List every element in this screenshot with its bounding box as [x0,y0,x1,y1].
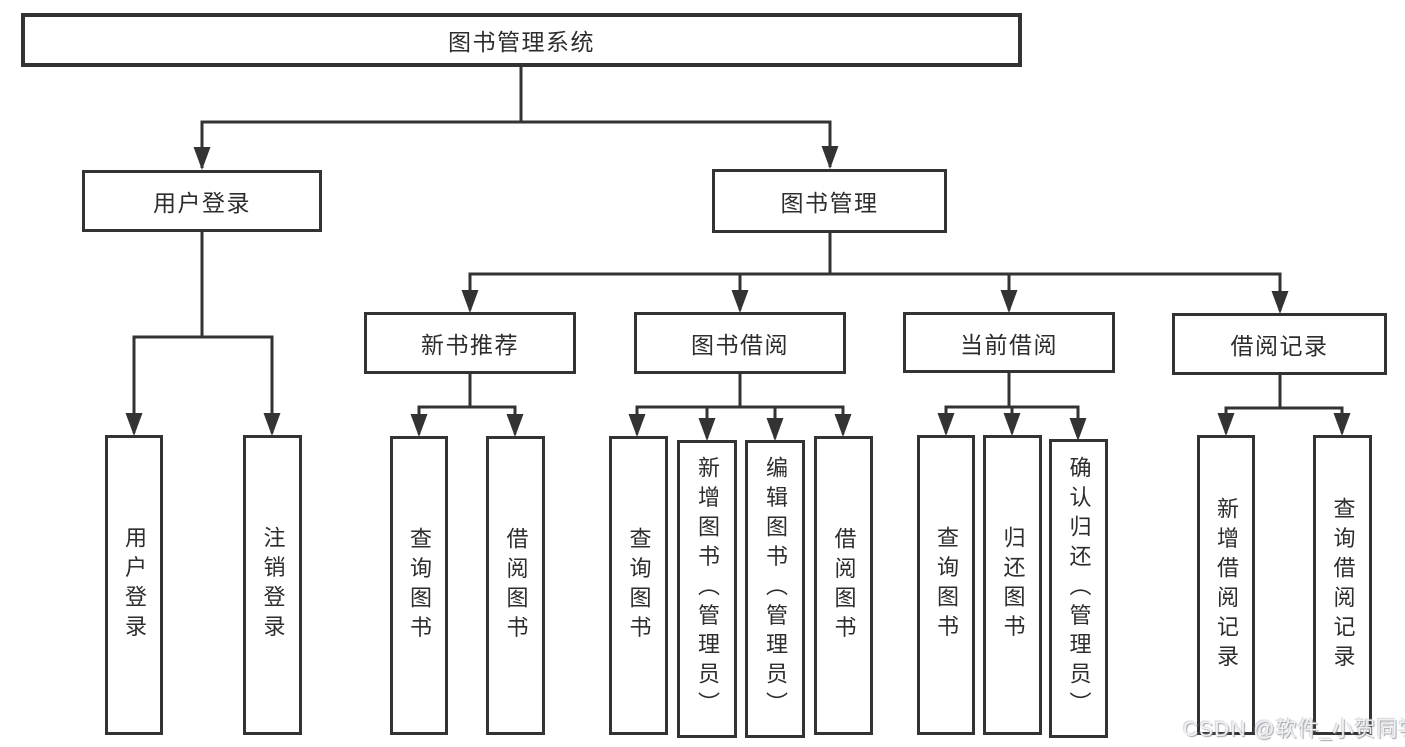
node-label: 新增借阅记录 [1214,496,1239,674]
node-label: 图书管理 [780,190,879,216]
node-label: 图书借阅 [691,332,789,358]
node-book-borrowing: 图书借阅 [634,312,846,374]
connector-new-book-rec-children [417,374,517,434]
connector-root-to-level2 [200,67,832,168]
arrow-new-book-rec [461,290,479,313]
arrow-borrow-books-borrowing [834,414,852,437]
node-leaf-user-login: 用户登录 [105,435,163,735]
node-confirm-return-admin: 确认归还（管理员） [1049,439,1108,738]
node-query-borrow-record: 查询借阅记录 [1313,435,1372,735]
arrow-query-books-current [937,413,955,436]
node-label: 用户登录 [122,526,147,644]
node-borrow-books-borrowing: 借阅图书 [814,436,873,735]
node-label: 查询图书 [934,526,959,644]
connector-borrow-records-children [1224,375,1344,433]
arrow-book-borrowing [731,290,749,313]
connector-book-borrowing-children [635,374,845,438]
node-label: 当前借阅 [960,331,1058,358]
node-label: 编辑图书（管理员） [763,456,788,722]
node-return-books: 归还图书 [983,435,1042,735]
arrow-query-borrow-record [1333,413,1351,436]
arrow-leaf-user-login [125,413,143,436]
node-label: 借阅图书 [503,526,529,645]
node-label: 用户登录 [153,190,251,216]
arrow-add-borrow-record [1217,413,1235,436]
connector-user-login-children [132,232,274,433]
csdn-watermark: CSDN @软件_小贺同学 [1183,718,1405,741]
node-book-management-system: 图书管理系统 [21,13,1022,67]
node-label: 查询图书 [407,526,432,645]
node-label: 借阅记录 [1230,333,1329,359]
arrow-current-borrowing [1000,290,1018,313]
node-query-books-borrowing: 查询图书 [609,436,668,735]
node-add-borrow-record: 新增借阅记录 [1197,435,1255,735]
node-leaf-logout: 注销登录 [243,435,302,735]
arrow-confirm-return-admin [1069,418,1087,441]
arrow-query-books-borrowing [628,414,646,437]
connector-book-mgmt-to-level3 [468,233,1282,311]
arrow-add-book-admin [698,418,716,441]
node-label: 查询图书 [626,526,652,645]
arrow-book-mgmt [821,146,839,169]
arrow-borrow-records [1271,291,1289,314]
node-label: 查询借阅记录 [1330,496,1356,674]
node-query-books-current: 查询图书 [917,435,975,735]
node-label: 归还图书 [1000,526,1026,644]
node-label: 借阅图书 [831,526,857,645]
node-current-borrowing: 当前借阅 [903,312,1115,373]
arrow-borrow-books-rec [506,414,524,437]
node-user-login: 用户登录 [82,170,322,232]
node-add-book-admin: 新增图书（管理员） [677,440,737,738]
arrowheads [125,146,1351,441]
arrow-return-books [1003,413,1021,436]
node-borrowing-records: 借阅记录 [1172,313,1387,375]
arrow-user-login [193,147,211,170]
node-label: 新增图书（管理员） [695,456,720,722]
arrow-leaf-logout [263,413,281,436]
node-label: 确认归还（管理员） [1066,455,1092,722]
node-label: 图书管理系统 [448,29,595,55]
node-new-book-recommend: 新书推荐 [364,312,576,374]
node-query-books-recommend: 查询图书 [390,436,448,735]
node-borrow-books-recommend: 借阅图书 [486,436,545,735]
node-book-management: 图书管理 [712,169,947,233]
node-label: 注销登录 [260,526,286,644]
arrow-query-books-rec [410,414,428,437]
node-label: 新书推荐 [421,332,519,358]
arrow-edit-book-admin [766,418,784,441]
node-edit-book-admin: 编辑图书（管理员） [745,440,805,738]
